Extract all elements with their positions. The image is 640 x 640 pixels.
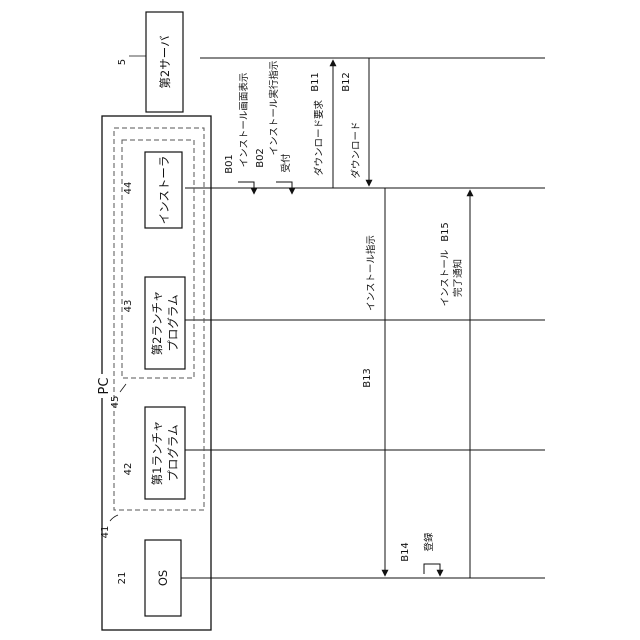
b01-label: インストール画面表示	[238, 73, 250, 168]
launcher1-ref: 42	[123, 463, 134, 476]
pc-label: PC	[97, 378, 112, 395]
b15-label-2: 完了通知	[452, 259, 464, 297]
b12-label: ダウンロード	[350, 121, 362, 178]
group-45-leader	[120, 384, 126, 392]
b02-id: B02	[255, 148, 266, 168]
os-ref: 21	[117, 572, 128, 585]
launcher2-ref: 43	[123, 300, 134, 313]
launcher1-label-2: プログラム	[166, 424, 180, 481]
installer-ref: 44	[123, 182, 134, 195]
server-ref: 5	[117, 59, 128, 65]
b15-id: B15	[440, 222, 451, 242]
launcher2-label-1: 第2ランチャ	[150, 291, 164, 356]
group-45-ref: 45	[110, 396, 121, 409]
b14-label: 登録	[423, 532, 435, 552]
b02-label-2: 受付	[280, 153, 292, 173]
b11-label: ダウンロード要求	[313, 100, 325, 177]
b02-label-1: インストール実行指示	[268, 61, 280, 156]
b14-self-arrow	[424, 564, 440, 576]
launcher2-label-2: プログラム	[166, 294, 180, 351]
server-label: 第2サーバ	[158, 35, 172, 89]
b13-id: B13	[362, 368, 373, 388]
os-label: OS	[156, 570, 170, 586]
b13-label: インストール指示	[365, 235, 377, 311]
group-41-leader	[110, 515, 118, 521]
b15-label-1: インストール	[440, 249, 451, 306]
b01-id: B01	[224, 154, 235, 174]
installer-label: インストーラ	[157, 156, 171, 225]
group-41-ref: 41	[100, 526, 111, 539]
b12-id: B12	[341, 72, 352, 92]
launcher1-label-1: 第1ランチャ	[150, 421, 164, 486]
b11-id: B11	[310, 72, 321, 92]
b14-id: B14	[400, 542, 411, 562]
